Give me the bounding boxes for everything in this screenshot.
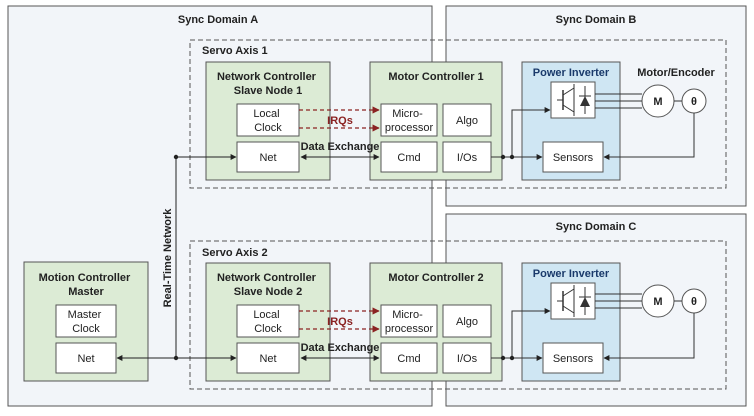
network-junction-1	[173, 154, 179, 160]
servo-axis-1-title: Servo Axis 1	[202, 45, 268, 57]
local-clock-2-box	[236, 304, 300, 338]
ios-2-box	[442, 342, 492, 374]
algo-1-label: Algo	[456, 115, 478, 127]
network-controller-2-title: Network Controller Slave Node 2	[217, 272, 319, 298]
servo-axis-1-frame	[189, 39, 727, 189]
microprocessor-1-label: Micro- processor	[385, 108, 434, 134]
local-clock-1-label: Local Clock	[253, 108, 282, 134]
sensors-2-label: Sensors	[553, 353, 594, 365]
wire-2-ios-inverter	[511, 308, 551, 358]
servo-axis-2-title: Servo Axis 2	[202, 247, 268, 259]
wire-1-ios-inverter	[511, 107, 551, 157]
motor-controller-1-title: Motor Controller 1	[388, 71, 483, 83]
sensors-1-label: Sensors	[553, 152, 594, 164]
master-net-box	[55, 342, 117, 374]
irq-1-label: IRQs	[327, 115, 353, 127]
cmd-1-label: Cmd	[397, 152, 420, 164]
local-clock-1-box	[236, 103, 300, 137]
junction-1a	[500, 154, 506, 160]
wire-2-encoder-sensors	[603, 313, 695, 361]
net-2-label: Net	[259, 353, 276, 365]
irq-2-label: IRQs	[327, 316, 353, 328]
motor-2-label: M	[653, 296, 662, 308]
encoder-1-label: θ	[691, 96, 697, 108]
cmd-2-box	[380, 342, 438, 374]
motor-controller-2-title: Motor Controller 2	[388, 272, 483, 284]
network-label: Real-Time Network	[162, 208, 174, 308]
algo-2-box	[442, 304, 492, 338]
ios-1-box	[442, 141, 492, 173]
master-clock-box	[55, 304, 117, 338]
master-clock-label: Master Clock	[68, 309, 105, 335]
ios-1-label: I/Os	[457, 152, 478, 164]
motion-controller-master-title: Motion Controller Master	[39, 272, 134, 298]
wire-1-encoder-sensors	[603, 113, 695, 160]
net-2-box	[236, 342, 300, 374]
master-net-label: Net	[77, 353, 94, 365]
microprocessor-2-label: Micro- processor	[385, 309, 434, 335]
transistor-1-icon	[550, 81, 596, 119]
ios-2-label: I/Os	[457, 353, 478, 365]
cmd-1-box	[380, 141, 438, 173]
junction-2a	[500, 355, 506, 361]
motor-1-label: M	[653, 96, 662, 108]
data-exchange-1-label: Data Exchange	[301, 141, 380, 153]
local-clock-2-label: Local Clock	[253, 309, 282, 335]
microprocessor-1-box	[380, 103, 438, 137]
junction-2b	[509, 355, 515, 361]
sensors-1-box	[542, 141, 604, 173]
motor-encoder-label: Motor/Encoder	[637, 67, 715, 79]
cmd-2-label: Cmd	[397, 353, 420, 365]
sync-domain-c-label: Sync Domain C	[556, 221, 637, 233]
network-controller-1-title: Network Controller Slave Node 1	[217, 71, 319, 97]
algo-2-label: Algo	[456, 316, 478, 328]
network-junction-2	[173, 355, 179, 361]
net-1-label: Net	[259, 152, 276, 164]
power-inverter-1-title: Power Inverter	[533, 67, 610, 79]
data-exchange-2-label: Data Exchange	[301, 342, 380, 354]
algo-1-box	[442, 103, 492, 137]
net-1-box	[236, 141, 300, 173]
junction-1b	[509, 154, 515, 160]
transistor-2-icon	[550, 282, 596, 320]
sync-domain-a-label: Sync Domain A	[178, 14, 258, 26]
sensors-2-box	[542, 342, 604, 374]
power-inverter-2-title: Power Inverter	[533, 268, 610, 280]
encoder-2-label: θ	[691, 296, 697, 308]
sync-domain-b-label: Sync Domain B	[556, 14, 637, 26]
microprocessor-2-box	[380, 304, 438, 338]
servo-axis-2-frame	[189, 240, 727, 390]
